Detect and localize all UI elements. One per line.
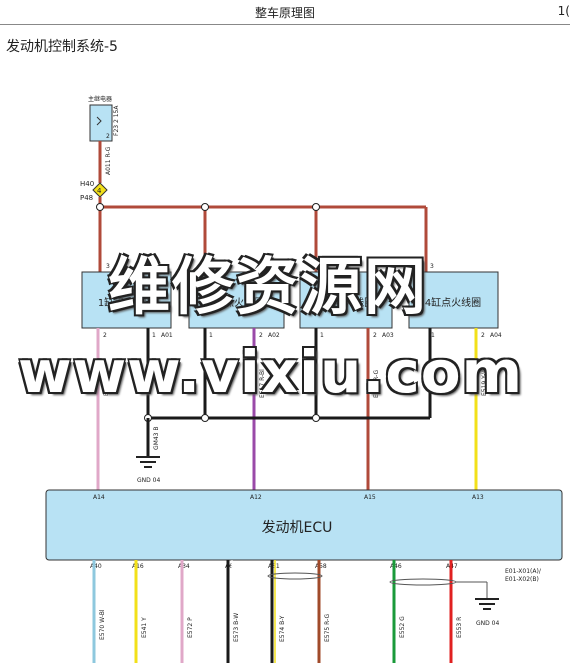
coil-4-label: 4缸点火线圈 bbox=[425, 296, 481, 309]
coil-3-conn: A03 bbox=[382, 332, 394, 339]
fuse-id: F23 2 15A bbox=[113, 105, 120, 136]
ground-symbol-bottom bbox=[475, 598, 499, 610]
shield-mark-1 bbox=[267, 572, 323, 580]
ecu-connector-id-2: E01-X02(B) bbox=[505, 576, 539, 583]
ecu-bottom-pin-2: A16 bbox=[132, 563, 144, 570]
coil-1-pin2: 2 bbox=[103, 332, 107, 339]
bottom-wire-label-1: E570 W-Bl bbox=[99, 609, 106, 640]
coil2-wire-label: E517 R-Bl bbox=[259, 369, 266, 398]
shield-mark-2 bbox=[389, 578, 488, 598]
ground-symbol-top bbox=[136, 456, 160, 468]
header-title: 整车原理图 bbox=[254, 6, 315, 20]
coil-1-conn: A01 bbox=[161, 332, 173, 339]
ecu-bottom-pin-3: A34 bbox=[178, 563, 190, 570]
coil4-wire-label: E519 Y-W bbox=[481, 368, 488, 396]
fuse-wire-label: A011 R-G bbox=[105, 146, 112, 175]
ecu-top-pin-1: A14 bbox=[93, 494, 105, 501]
page-number: 1( bbox=[557, 4, 570, 18]
bottom-wire-label-5: E574 B-Y bbox=[279, 615, 286, 642]
coil-2-box bbox=[188, 271, 285, 329]
coil-1-label: 1缸点火线圈 bbox=[98, 296, 154, 309]
coil-4-pin2: 2 bbox=[481, 332, 485, 339]
bottom-wire-label-2: E541 Y bbox=[141, 617, 148, 638]
coil-4-pin1: 1 bbox=[431, 332, 435, 339]
coil3-wire-label: E518 R-G bbox=[373, 370, 380, 398]
coil-3-pin3: 3 bbox=[320, 263, 324, 270]
ground-wire-label: GM43 B bbox=[153, 427, 160, 450]
ecu-label: 发动机ECU bbox=[262, 520, 333, 536]
connector-p-label: P48 bbox=[80, 194, 93, 202]
power-splice-3 bbox=[312, 203, 320, 211]
coil-1-box bbox=[81, 271, 172, 329]
ground-top-label: GND 04 bbox=[137, 477, 160, 484]
ecu-bottom-pin-5: A61 bbox=[268, 563, 280, 570]
connector-h-label: H40 bbox=[80, 180, 94, 188]
fuse-label: 主继电器 bbox=[88, 95, 112, 103]
ecu-bottom-pin-6: A58 bbox=[315, 563, 327, 570]
coil-4-pin3: 3 bbox=[430, 263, 434, 270]
coil-1-pin3: 3 bbox=[106, 263, 110, 270]
coil-2-pin3: 3 bbox=[210, 263, 214, 270]
ecu-bottom-pin-1: A40 bbox=[90, 563, 102, 570]
ecu-box bbox=[45, 489, 563, 561]
connector-pin: 4 bbox=[97, 187, 102, 195]
ground-splice-2 bbox=[201, 414, 209, 422]
header-divider bbox=[0, 24, 570, 25]
section-title: 发动机控制系统-5 bbox=[6, 39, 118, 55]
coil-4-box bbox=[408, 271, 499, 329]
ecu-top-pin-4: A13 bbox=[472, 494, 484, 501]
coil-3-pin2: 2 bbox=[373, 332, 377, 339]
ecu-bottom-pin-7: A46 bbox=[390, 563, 402, 570]
coil-3-pin1: 1 bbox=[320, 332, 324, 339]
coil-4-conn: A04 bbox=[490, 332, 502, 339]
coil-1-pin1: 1 bbox=[152, 332, 156, 339]
ecu-connector-id-1: E01-X01(A)/ bbox=[505, 568, 542, 575]
fuse-pin: 2 bbox=[106, 133, 110, 140]
coil-2-pin2: 2 bbox=[259, 332, 263, 339]
coil-3-label: 3缸点火线圈 bbox=[318, 296, 374, 309]
bottom-wire-label-6: E575 R-G bbox=[324, 614, 331, 642]
bottom-wire-label-7: E552 G bbox=[399, 616, 406, 638]
coil-2-conn: A02 bbox=[268, 332, 280, 339]
bottom-wire-label-3: E572 P bbox=[187, 617, 194, 638]
coil1-wire-label: E516 P-B bbox=[103, 369, 110, 396]
fuse-symbol bbox=[96, 116, 102, 126]
bottom-wire-label-8: E553 R bbox=[456, 617, 463, 638]
ground-bottom-label: GND 04 bbox=[476, 620, 499, 627]
power-splice-2 bbox=[201, 203, 209, 211]
coil-2-label: 2缸点火线圈 bbox=[208, 296, 264, 309]
ground-splice-3 bbox=[312, 414, 320, 422]
ecu-top-pin-3: A15 bbox=[364, 494, 376, 501]
coil-3-box bbox=[299, 271, 393, 329]
coil-2-pin1: 1 bbox=[209, 332, 213, 339]
power-splice-1 bbox=[96, 203, 104, 211]
bottom-wire-label-4: E573 B-W bbox=[233, 613, 240, 642]
ecu-top-pin-2: A12 bbox=[250, 494, 262, 501]
